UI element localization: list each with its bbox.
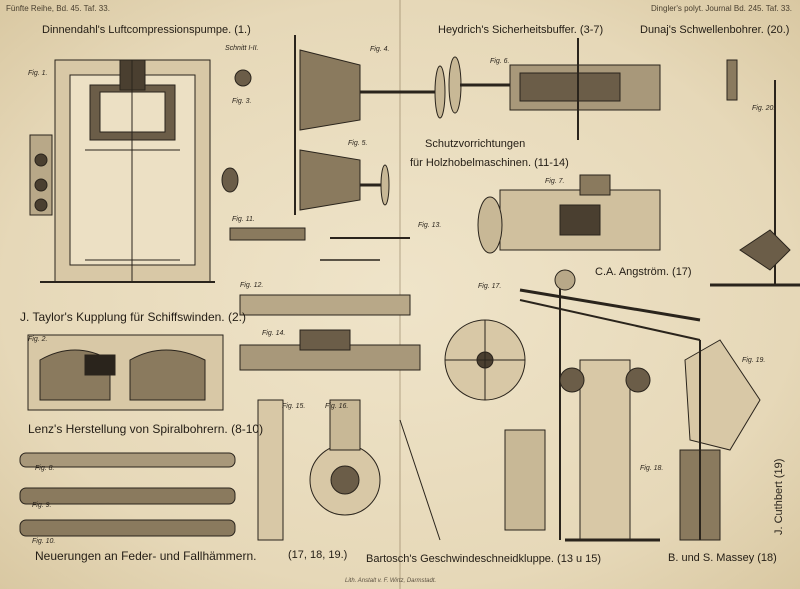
title-schutz-2: für Holzhobelmaschinen. (11-14): [410, 157, 569, 169]
fig-label-7: Fig. 7.: [545, 178, 565, 185]
fig-label-16: Fig. 16.: [325, 403, 349, 410]
fig-label-17: Fig. 17.: [478, 283, 502, 290]
title-feder: Neuerungen an Feder- und Fallhämmern.: [35, 549, 257, 563]
fig19-cuthbert-drawing: [679, 339, 761, 541]
title-taylor: J. Taylor's Kupplung für Schiffswinden. …: [20, 310, 246, 324]
fig-label-9: Fig. 9.: [32, 502, 52, 509]
fig2-coupling-drawing: [27, 334, 224, 411]
fig-label-13: Fig. 13.: [418, 222, 442, 229]
fig20-drill-drawing: [710, 59, 800, 287]
fig1-pump-drawing: [29, 59, 215, 283]
title-massey: B. und S. Massey (18): [668, 552, 777, 564]
fig-label-12: Fig. 12.: [240, 282, 264, 289]
fig8-10-drills: [19, 452, 236, 537]
title-angstroem: C.A. Angström. (17): [595, 266, 692, 278]
fig11-14-drawings: [229, 227, 421, 371]
title-schutz-1: Schutzvorrichtungen: [425, 138, 526, 150]
title-heydrich: Heydrich's Sicherheitsbuffer. (3-7): [438, 24, 604, 36]
fig-label-18: Fig. 18.: [640, 465, 664, 472]
title-cuthbert: J. Cuthbert (19): [773, 458, 785, 535]
fig4-buffer-drawing: [221, 35, 446, 215]
header-right: Dingler's polyt. Journal Bd. 245. Taf. 3…: [650, 4, 792, 13]
header-left: Fünfte Reihe, Bd. 45. Taf. 33.: [6, 4, 110, 13]
title-dunaj: Dunaj's Schwellenbohrer. (20.): [640, 24, 790, 36]
fig-label-15: Fig. 15.: [282, 403, 306, 410]
lithographer-credit: Lith. Anstalt v. F. Wirtz, Darmstadt.: [345, 578, 437, 584]
title-bartosch: Bartosch's Geschwindeschneidkluppe. (13 …: [366, 553, 602, 565]
fig-label-10: Fig. 10.: [32, 538, 56, 545]
fig-label-1: Fig. 1.: [28, 70, 48, 77]
fig-label-3: Fig. 3.: [232, 98, 252, 105]
title-lenz: Lenz's Herstellung von Spiralbohrern. (8…: [28, 422, 264, 436]
fig-label-5: Fig. 5.: [348, 140, 368, 147]
fig18-massey-drawing: [559, 359, 660, 542]
fig7-planer-guard: [477, 174, 661, 254]
fig-label-14: Fig. 14.: [262, 330, 286, 337]
fig-label-4: Fig. 4.: [370, 46, 390, 53]
fig15-16-drawings: [257, 399, 381, 541]
fig-label-8: Fig. 8.: [35, 465, 55, 472]
title-feder-ref: (17, 18, 19.): [288, 549, 348, 561]
fig-label-2: Fig. 2.: [28, 336, 48, 343]
fig6-buffer-drawing: [448, 38, 661, 140]
fig-label-19: Fig. 19.: [742, 357, 766, 364]
fig3-section: [234, 69, 252, 87]
label-schnitt: Schnitt I-II.: [225, 45, 259, 52]
title-dinnendahl: Dinnendahl's Luftcompressionspumpe. (1.): [42, 24, 251, 36]
fig-label-20: Fig. 20.: [752, 105, 776, 112]
fig17-hammer-drawing: [399, 269, 701, 541]
fig-label-11: Fig. 11.: [232, 216, 255, 223]
fig-label-6: Fig. 6.: [490, 58, 510, 65]
